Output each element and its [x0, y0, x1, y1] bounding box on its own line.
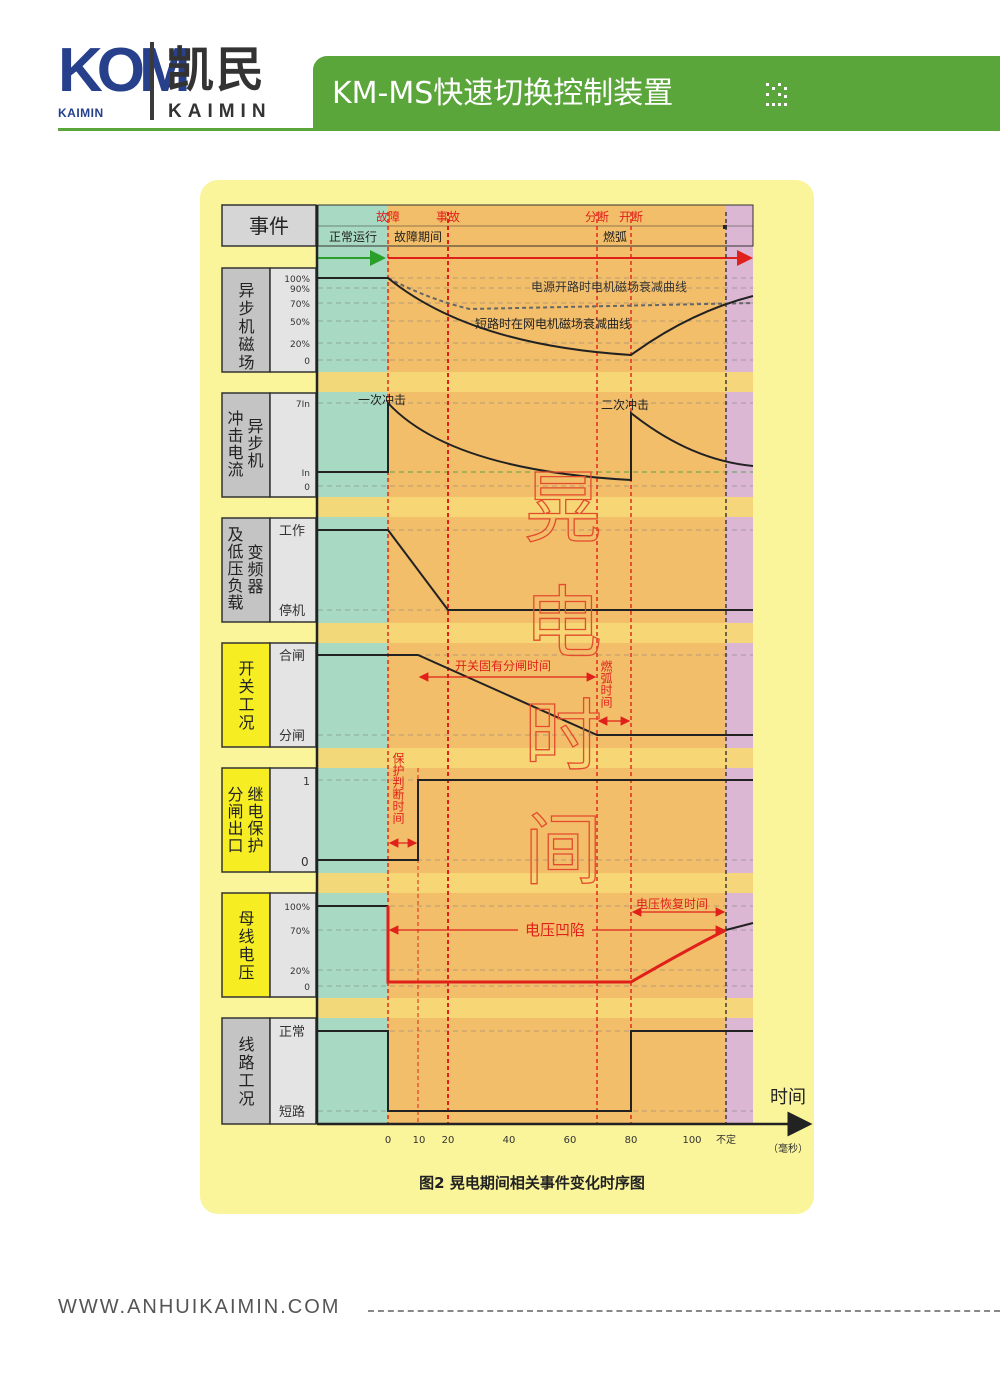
time-axis-unit: （毫秒） — [768, 1142, 808, 1155]
tick-mf-90: 90% — [290, 285, 310, 295]
time-tick-10: 10 — [413, 1135, 426, 1146]
relay-curve — [318, 779, 753, 861]
logo-subtext: KAIMIN — [58, 106, 104, 120]
tick-mf-20: 20% — [290, 340, 310, 350]
row-labels — [221, 267, 317, 1125]
event-arc: 燃弧 — [603, 229, 627, 244]
watermark-3: 间 — [524, 806, 602, 896]
tick-mf-0: 0 — [304, 357, 310, 367]
tick-sw-close: 合闸 — [279, 649, 305, 664]
switch-curve — [318, 654, 753, 736]
bus-recovered — [725, 922, 754, 931]
row-label-impact-a: 冲击电流 — [225, 410, 244, 478]
bus-sag-curve — [386, 906, 727, 984]
event-accident: 事故 — [436, 209, 460, 224]
normal-column — [318, 205, 388, 1125]
brand-name-cn: 凯民 — [166, 42, 267, 98]
tick-mf-70: 70% — [290, 300, 310, 310]
row-label-switch: 开关工况 — [236, 660, 255, 732]
label-first-impact: 一次冲击 — [358, 392, 406, 407]
event-fault: 故障 — [376, 209, 400, 224]
row-label-relay-b: 继电保护 — [245, 786, 264, 854]
tick-bv-20: 20% — [290, 967, 310, 977]
watermark-1: 电 — [524, 579, 602, 669]
tick-mf-50: 50% — [290, 318, 310, 328]
label-second-impact: 二次冲击 — [601, 397, 649, 412]
row-label-load-b: 变频器 — [245, 544, 264, 595]
line-state-curve — [318, 1030, 753, 1112]
dots-icon — [766, 83, 787, 106]
event-fault-period: 故障期间 — [394, 229, 442, 244]
event-normal: 正常运行 — [329, 230, 377, 244]
header-banner — [313, 56, 1000, 130]
footer-dash — [368, 1310, 1000, 1312]
time-tick-20: 20 — [442, 1135, 455, 1146]
tick-ic-7in: 7In — [296, 400, 310, 410]
header-rule — [58, 128, 1000, 131]
row-label-line: 线路工况 — [236, 1036, 255, 1108]
event-split: 分断 — [585, 209, 609, 224]
tick-sw-open: 分闸 — [279, 729, 305, 744]
tick-relay-1: 1 — [303, 775, 310, 788]
footer-url: WWW.ANHUIKAIMIN.COM — [58, 1296, 341, 1318]
tick-line-short: 短路 — [279, 1104, 305, 1120]
tick-load-stop: 停机 — [279, 603, 305, 619]
event-label: 事件 — [249, 214, 289, 238]
time-tick-40: 40 — [503, 1135, 516, 1146]
brand-name-en: KAIMIN — [168, 101, 272, 122]
logo-mark: KOM — [58, 36, 191, 105]
impact-current-curve — [318, 400, 754, 482]
short-circuit-curve — [318, 277, 754, 357]
row-label-bus: 母线电压 — [236, 910, 255, 982]
tick-line-normal: 正常 — [279, 1025, 305, 1040]
row-label-load-a: 及低压负载 — [225, 526, 244, 611]
event-label-box — [221, 204, 317, 247]
time-tick-100: 100 — [682, 1135, 701, 1146]
row-label-motor-field: 异步机磁场 — [236, 282, 255, 372]
time-tick-60: 60 — [564, 1135, 577, 1146]
tick-mf-100: 100% — [284, 275, 310, 285]
tick-bv-100: 100% — [284, 903, 310, 913]
tick-ic-in: In — [302, 469, 310, 479]
label-arc-time: 燃弧时间 — [599, 659, 613, 708]
figure-caption: 图2 晃电期间相关事件变化时序图 — [419, 1174, 645, 1192]
tick-bv-70: 70% — [290, 927, 310, 937]
label-switch-time: 开关固有分闸时间 — [455, 659, 551, 673]
page-title: KM-MS快速切换控制装置 — [332, 76, 674, 111]
row-label-relay-a: 分闸出口 — [225, 786, 244, 854]
time-tick-80: 80 — [625, 1135, 638, 1146]
watermark-2: 时 — [524, 692, 602, 782]
row-gaps — [318, 372, 753, 1018]
label-sag: 电压凹陷 — [525, 921, 585, 939]
load-curve — [318, 529, 753, 611]
label-short-curve: 短路时在网电机磁场衰减曲线 — [475, 316, 631, 331]
time-tick-undefined: 不定 — [716, 1133, 736, 1146]
time-axis-label: 时间 — [770, 1087, 806, 1108]
watermark-0: 晃 — [524, 464, 602, 554]
logo-divider — [150, 42, 154, 120]
tick-relay-0: 0 — [301, 855, 309, 869]
row-label-impact-b: 异步机 — [245, 418, 264, 469]
fault-column — [388, 205, 726, 1125]
tick-ic-0: 0 — [304, 483, 310, 493]
tick-bv-0: 0 — [304, 983, 310, 993]
tick-load-work: 工作 — [279, 524, 305, 539]
label-recover: 电压恢复时间 — [636, 897, 708, 911]
event-open: 开断 — [619, 209, 643, 224]
label-protect-time: 保护判断时间 — [391, 752, 405, 824]
time-tick-0: 0 — [385, 1135, 391, 1146]
recovery-column — [726, 205, 753, 1125]
label-open-curve: 电源开路时电机磁场衰减曲线 — [531, 279, 687, 294]
